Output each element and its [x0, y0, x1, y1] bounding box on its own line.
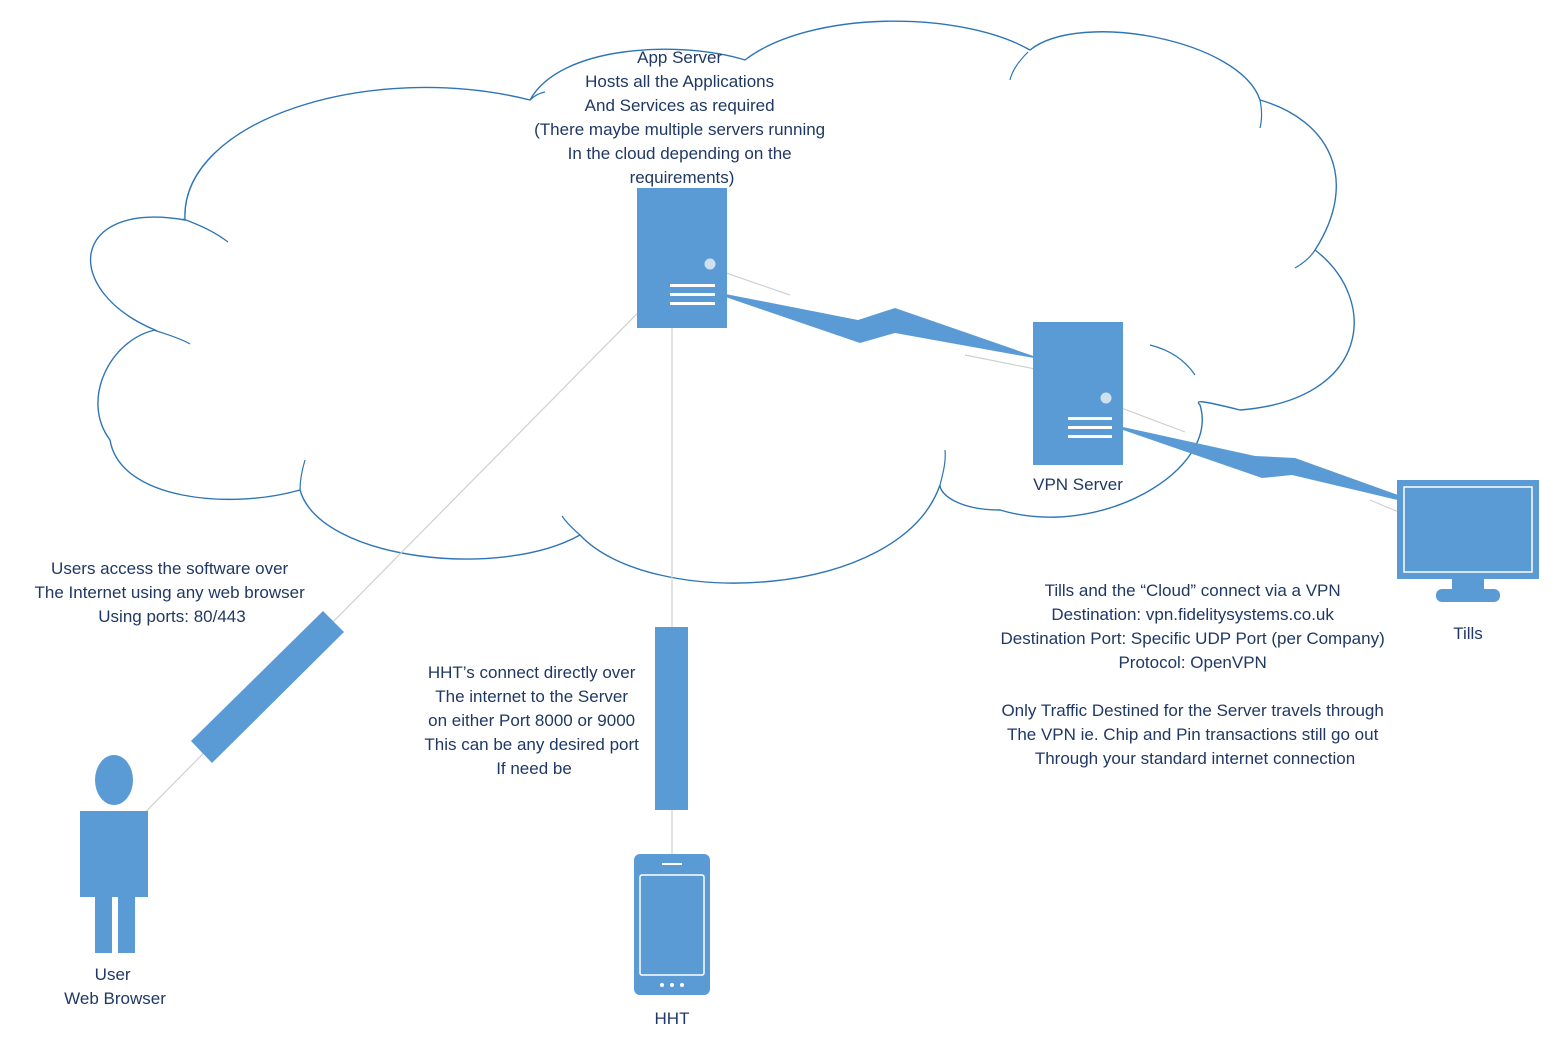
vpn-connection-note: Tills and the “Cloud” connect via a VPN …: [1001, 581, 1390, 768]
app-server-icon: [637, 188, 727, 328]
text-line: HHT’s connect directly over: [428, 663, 636, 682]
text-line: Tills and the “Cloud” connect via a VPN: [1045, 581, 1341, 600]
web-connection-bar: [191, 611, 344, 763]
text-line: Through your standard internet connectio…: [1035, 749, 1355, 768]
hht-label: HHT: [655, 1009, 690, 1028]
cloud-inner-curve: [561, 515, 581, 536]
cloud-inner-curve: [939, 449, 946, 486]
text-line: User: [95, 965, 131, 984]
user-label: User Web Browser: [64, 965, 166, 1008]
text-line: And Services as required: [585, 96, 775, 115]
cloud-inner-curve: [529, 91, 546, 101]
hht-connection-note: HHT’s connect directly over The internet…: [424, 663, 643, 778]
cloud-inner-curve: [182, 218, 229, 243]
text-line: on either Port 8000 or 9000: [428, 711, 635, 730]
web-access-note: Users access the software over The Inter…: [35, 559, 310, 626]
text-line: Protocol: OpenVPN: [1118, 653, 1266, 672]
text-line: Only Traffic Destined for the Server tra…: [1001, 701, 1383, 720]
cloud-inner-curve: [1259, 99, 1263, 129]
text-line: Users access the software over: [51, 559, 288, 578]
app-server-description: App Server Hosts all the Applications An…: [534, 48, 830, 187]
text-line: In the cloud depending on the: [568, 144, 792, 163]
tills-monitor-icon: [1397, 480, 1539, 602]
lightning-bolt-vpn-tills: [1100, 422, 1440, 510]
text-line: Destination: vpn.fidelitysystems.co.uk: [1051, 605, 1334, 624]
cloud-inner-curve: [1009, 51, 1029, 81]
hht-device-icon: [634, 854, 710, 995]
text-line: Web Browser: [64, 989, 166, 1008]
cloud-inner-curve: [153, 329, 191, 345]
text-line: App Server: [637, 48, 722, 67]
cloud-inner-curve: [1149, 344, 1196, 376]
text-line: The Internet using any web browser: [35, 583, 306, 602]
text-line: If need be: [496, 759, 572, 778]
text-line: (There maybe multiple servers running: [534, 120, 825, 139]
text-line: This can be any desired port: [424, 735, 639, 754]
text-line: The internet to the Server: [435, 687, 628, 706]
user-person-icon: [80, 755, 148, 953]
lightning-bolt-app-vpn: [705, 290, 1045, 360]
text-line: Hosts all the Applications: [585, 72, 774, 91]
cloud-inner-curve: [1294, 249, 1316, 269]
text-line: requirements): [630, 168, 735, 187]
cloud-inner-curve: [299, 459, 306, 491]
tills-label: Tills: [1453, 624, 1483, 643]
hht-connection-bar: [655, 627, 688, 810]
text-line: Destination Port: Specific UDP Port (per…: [1001, 629, 1385, 648]
vpn-server-label: VPN Server: [1033, 475, 1123, 494]
vpn-server-icon: [1033, 322, 1123, 465]
text-line: Using ports: 80/443: [98, 607, 245, 626]
text-line: The VPN ie. Chip and Pin transactions st…: [1007, 725, 1379, 744]
